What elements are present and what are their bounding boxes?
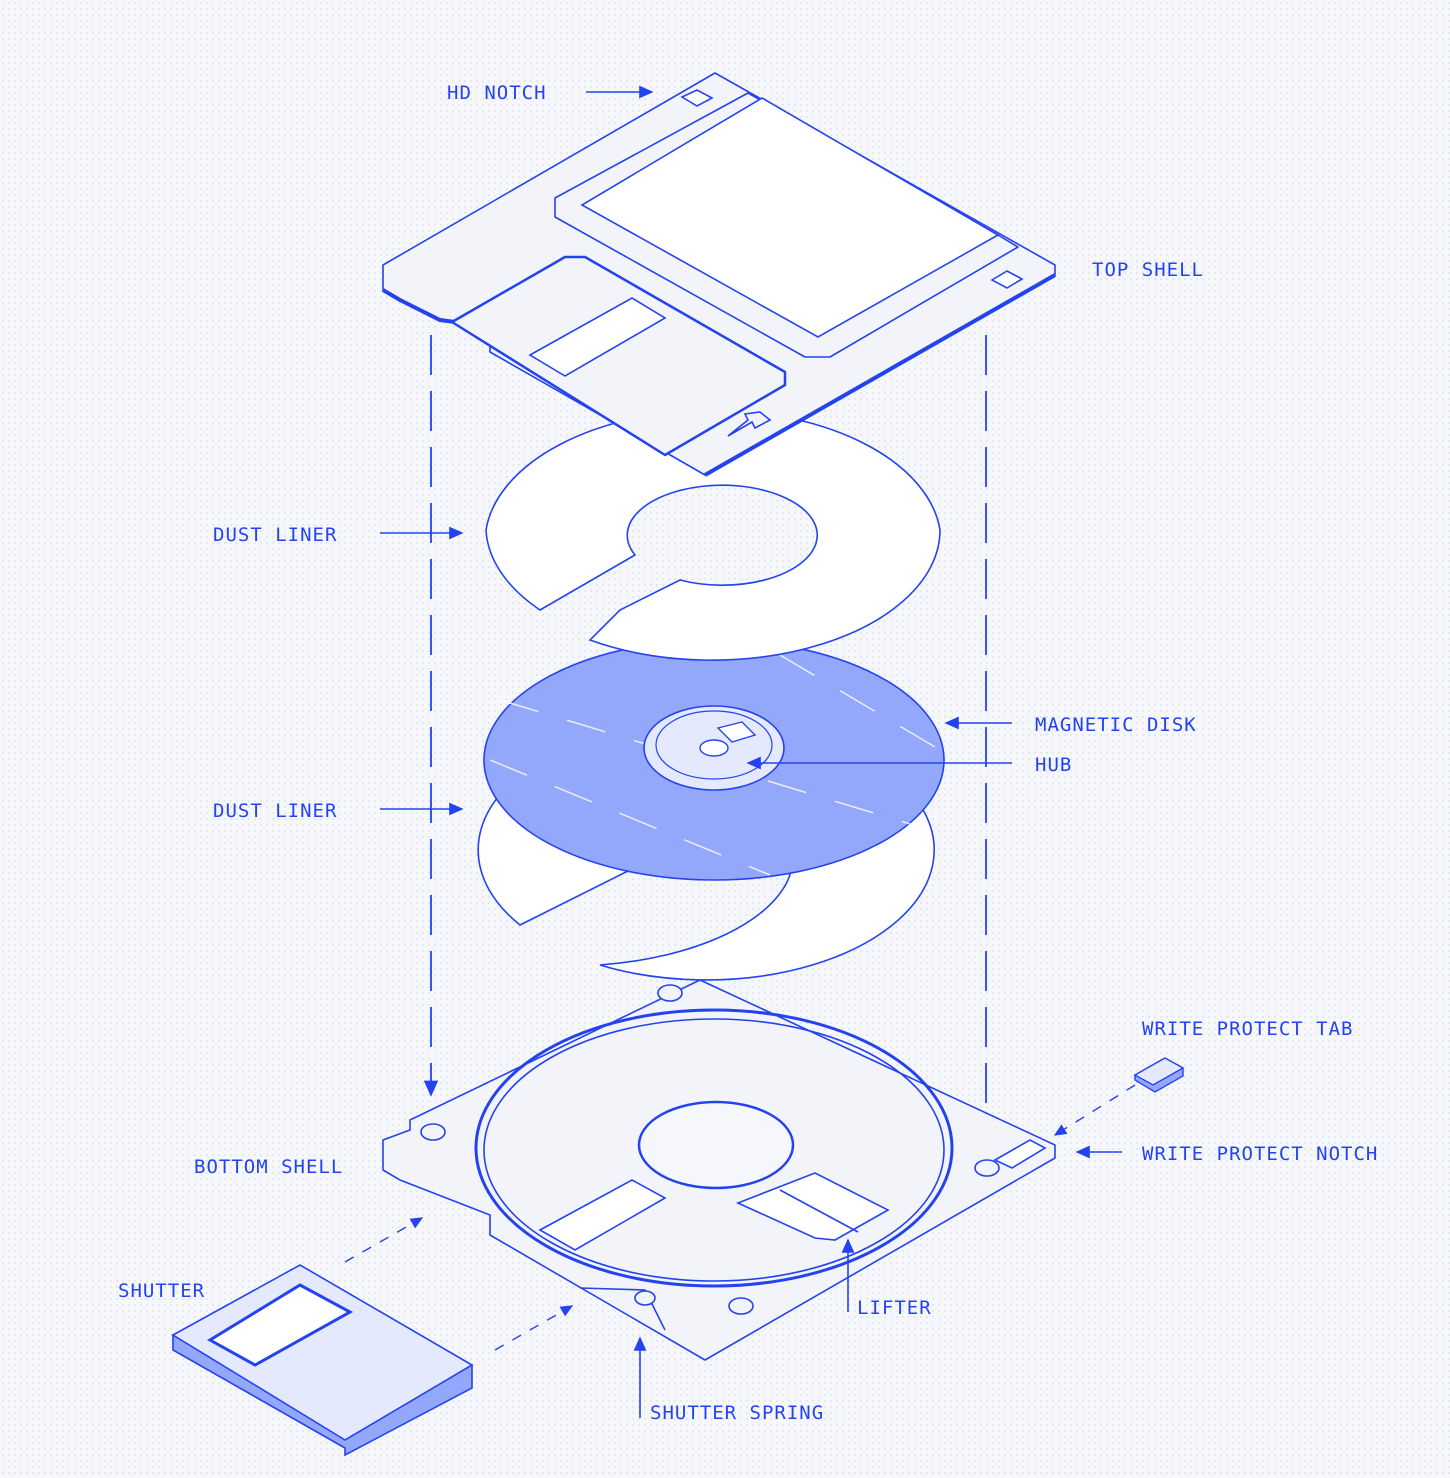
label-bottom-shell: BOTTOM SHELL (194, 1156, 343, 1178)
label-write-protect-notch: WRITE PROTECT NOTCH (1142, 1143, 1378, 1165)
label-shutter-spring: SHUTTER SPRING (650, 1402, 824, 1424)
screw-post (634, 1290, 656, 1306)
shutter-spring (579, 1287, 666, 1331)
label-hd-notch: HD NOTCH (447, 82, 547, 104)
label-lifter: LIFTER (857, 1297, 932, 1319)
write-protect-notch (993, 1139, 1047, 1169)
screw-post (657, 984, 683, 1002)
label-hub: HUB (1035, 754, 1072, 776)
shutter (171, 1264, 474, 1457)
label-dust-liner-top: DUST LINER (213, 524, 337, 546)
magnetic-disk (483, 639, 945, 881)
lifter (735, 1172, 890, 1241)
guide-lines (423, 335, 994, 1152)
label-top-shell: TOP SHELL (1092, 259, 1204, 281)
screw-post (420, 1123, 446, 1141)
write-protect-tab (1133, 1057, 1185, 1093)
top-shell (381, 72, 1056, 477)
hd-notch (680, 89, 714, 107)
bottom-shell (382, 979, 1056, 1361)
label-write-protect-tab: WRITE PROTECT TAB (1142, 1018, 1353, 1040)
screw-post (728, 1297, 754, 1315)
leader-lines (344, 85, 1136, 1418)
screw-post (974, 1159, 1000, 1177)
label-dust-liner-bottom: DUST LINER (213, 800, 337, 822)
label-shutter: SHUTTER (118, 1280, 205, 1302)
dust-liner-top (485, 409, 941, 661)
label-magnetic-disk: MAGNETIC DISK (1035, 714, 1197, 736)
